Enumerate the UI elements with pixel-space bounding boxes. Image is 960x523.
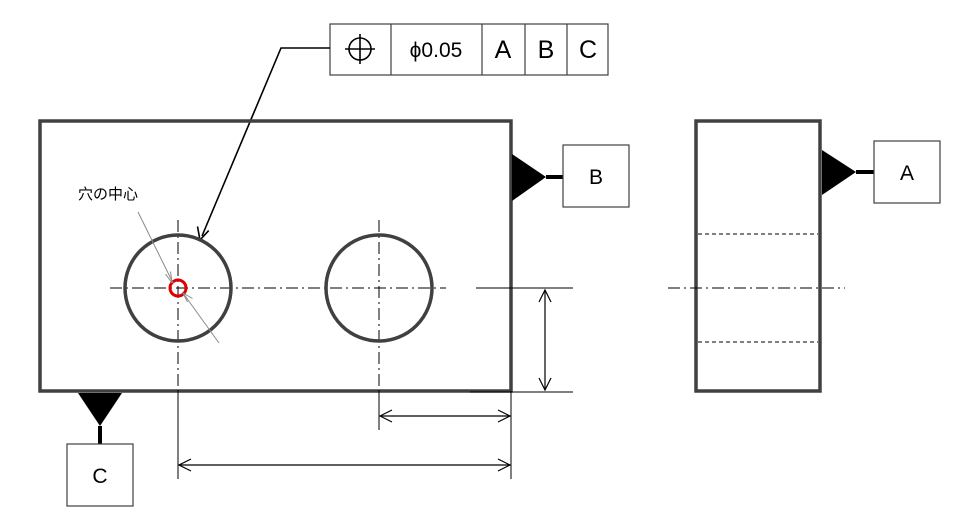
short-horizontal-dimension bbox=[378, 409, 512, 423]
hole-1 bbox=[123, 233, 233, 343]
datum-a-label: A bbox=[900, 162, 914, 185]
tolerance-zone-marker bbox=[168, 278, 188, 298]
datum-c-box bbox=[66, 443, 134, 507]
tolerance-value: ϕ0.05 bbox=[410, 39, 463, 62]
side-view bbox=[668, 119, 845, 393]
hole-center-leader bbox=[137, 211, 220, 344]
frame-border bbox=[329, 23, 609, 76]
datum-ref-b: B bbox=[538, 36, 555, 64]
datum-ref-a: A bbox=[495, 36, 512, 64]
feature-control-frame: ϕ0.05 A B C bbox=[329, 23, 609, 76]
datum-b-label: B bbox=[589, 166, 603, 189]
front-view-outline bbox=[38, 119, 513, 393]
front-view: 穴の中心 bbox=[38, 119, 573, 393]
side-view-outline bbox=[694, 119, 822, 393]
vertical-dimension bbox=[538, 288, 552, 392]
datum-c-label: C bbox=[92, 465, 107, 488]
datum-b-box bbox=[562, 144, 630, 208]
position-icon bbox=[345, 34, 375, 64]
hole-center-label: 穴の中心 bbox=[78, 186, 138, 203]
datum-ref-c: C bbox=[579, 36, 597, 64]
hole-2 bbox=[324, 233, 434, 343]
frame-leader bbox=[196, 47, 330, 242]
datum-a-symbol: A bbox=[822, 140, 941, 204]
long-horizontal-dimension bbox=[177, 458, 512, 472]
datum-c-symbol: C bbox=[66, 393, 134, 507]
datum-b-symbol: B bbox=[512, 144, 630, 208]
datum-a-box bbox=[873, 140, 941, 204]
